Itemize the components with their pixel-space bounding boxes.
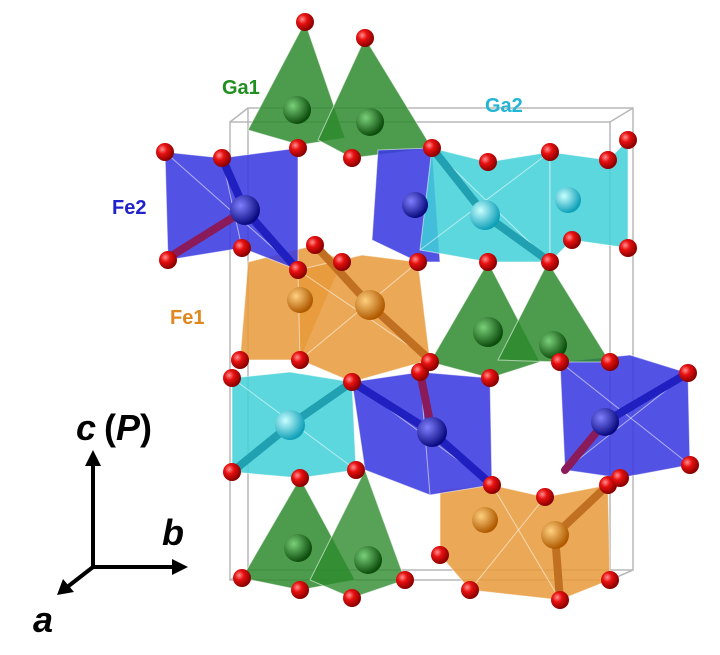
oxygen-atom bbox=[619, 131, 637, 149]
oxygen-atom bbox=[223, 369, 241, 387]
oxygen-atom bbox=[601, 353, 619, 371]
oxygen-atom bbox=[551, 591, 569, 609]
fe2-atom bbox=[417, 417, 447, 447]
ga1-tetrahedra-top bbox=[247, 20, 433, 159]
oxygen-atom bbox=[599, 151, 617, 169]
fe1-atom bbox=[355, 290, 385, 320]
axis-label-b: b bbox=[162, 512, 184, 553]
fe2-atom bbox=[230, 195, 260, 225]
oxygen-atom bbox=[291, 469, 309, 487]
label-ga1: Ga1 bbox=[222, 77, 260, 99]
oxygen-atom bbox=[356, 29, 374, 47]
oxygen-atom bbox=[289, 261, 307, 279]
ga2-atom bbox=[555, 187, 581, 213]
oxygen-atom bbox=[536, 488, 554, 506]
oxygen-atom bbox=[233, 239, 251, 257]
axes-indicator bbox=[57, 450, 188, 595]
fe1-atom bbox=[472, 507, 498, 533]
oxygen-atom bbox=[619, 239, 637, 257]
oxygen-atom bbox=[431, 546, 449, 564]
oxygen-atom bbox=[347, 461, 365, 479]
oxygen-atom bbox=[343, 589, 361, 607]
label-fe1: Fe1 bbox=[170, 307, 204, 329]
oxygen-atom bbox=[306, 236, 324, 254]
oxygen-atom bbox=[156, 143, 174, 161]
oxygen-atom bbox=[679, 364, 697, 382]
oxygen-atom bbox=[423, 139, 441, 157]
oxygen-atom bbox=[213, 149, 231, 167]
oxygen-atom bbox=[601, 571, 619, 589]
cations bbox=[230, 96, 619, 574]
oxygen-atom bbox=[681, 456, 699, 474]
oxygen-atom bbox=[396, 571, 414, 589]
ga1-atom bbox=[539, 331, 567, 359]
a-axis-arrow bbox=[64, 565, 95, 590]
oxygen-atom bbox=[461, 581, 479, 599]
axis-label-c: c(P) bbox=[76, 407, 152, 448]
ga1-atom bbox=[354, 546, 382, 574]
oxygen-atom bbox=[159, 251, 177, 269]
ga2-atom bbox=[275, 410, 305, 440]
oxygen-atom bbox=[223, 463, 241, 481]
oxygen-atom bbox=[409, 253, 427, 271]
oxygen-atoms bbox=[156, 13, 699, 609]
fe2-atom bbox=[591, 408, 619, 436]
ga1-tetrahedra-bottom bbox=[241, 468, 406, 599]
oxygen-atom bbox=[289, 139, 307, 157]
ga1-atom bbox=[284, 534, 312, 562]
ga2-atom bbox=[470, 200, 500, 230]
oxygen-atom bbox=[483, 476, 501, 494]
fe2-atom bbox=[402, 192, 428, 218]
oxygen-atom bbox=[333, 253, 351, 271]
fe1-atom bbox=[541, 521, 569, 549]
oxygen-atom bbox=[343, 373, 361, 391]
ga1-atom bbox=[283, 96, 311, 124]
oxygen-atom bbox=[551, 353, 569, 371]
ga1-atom bbox=[473, 317, 503, 347]
oxygen-atom bbox=[231, 351, 249, 369]
ga1-tetrahedra-mid bbox=[429, 260, 611, 379]
oxygen-atom bbox=[541, 253, 559, 271]
oxygen-atom bbox=[291, 581, 309, 599]
oxygen-atom bbox=[479, 153, 497, 171]
oxygen-atom bbox=[611, 469, 629, 487]
oxygen-atom bbox=[233, 569, 251, 587]
oxygen-atom bbox=[296, 13, 314, 31]
oxygen-atom bbox=[421, 353, 439, 371]
oxygen-atom bbox=[479, 253, 497, 271]
oxygen-atom bbox=[343, 149, 361, 167]
ga1-atom bbox=[356, 108, 384, 136]
oxygen-atom bbox=[481, 369, 499, 387]
oxygen-atom bbox=[541, 143, 559, 161]
label-fe2: Fe2 bbox=[112, 197, 146, 219]
axis-label-a: a bbox=[33, 599, 53, 640]
oxygen-atom bbox=[291, 351, 309, 369]
fe2-octahedron-right bbox=[559, 354, 691, 479]
oxygen-atom bbox=[563, 231, 581, 249]
label-ga2: Ga2 bbox=[485, 95, 523, 117]
fe1-atom bbox=[287, 287, 313, 313]
